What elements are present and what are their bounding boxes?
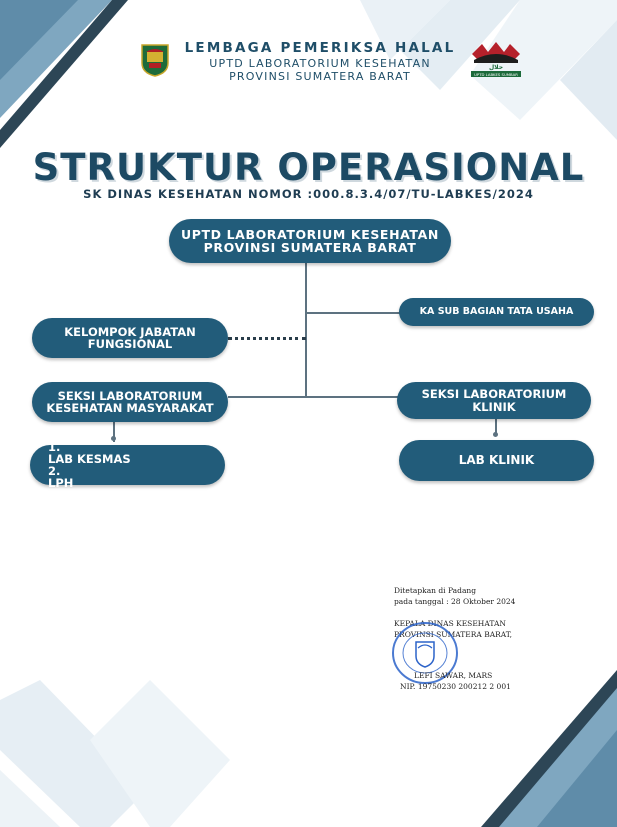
- org-box-seksi-kesmas: SEKSI LABORATORIUM KESEHATAN MASYARAKAT: [32, 382, 228, 422]
- org-box-tata-usaha: KA SUB BAGIAN TATA USAHA: [399, 298, 594, 326]
- header-line-2: UPTD LABORATORIUM KESEHATAN: [209, 57, 431, 70]
- connector-main-vertical: [305, 262, 307, 397]
- org-box-seksi-klinik: SEKSI LABORATORIUM KLINIK: [397, 382, 591, 419]
- signature-date: pada tanggal : 28 Oktober 2024: [394, 597, 516, 606]
- signature-nip: NIP. 19750230 200212 2 001: [400, 682, 511, 691]
- org-box-seksi-klinik-line2: KLINIK: [472, 399, 516, 414]
- connector-klinik-down: [495, 418, 497, 436]
- signature-title-2: PROVINSI SUMATERA BARAT,: [394, 630, 513, 639]
- org-box-lab-klinik-label: LAB KLINIK: [458, 453, 535, 468]
- connector-klinik-dot: [493, 432, 498, 437]
- header-line-1: LEMBAGA PEMERIKSA HALAL: [184, 40, 456, 56]
- top-left-decoration: [0, 0, 128, 148]
- bottom-left-decoration: [0, 680, 230, 827]
- signature-title-1: KEPALA DINAS KESEHATAN: [394, 619, 506, 628]
- org-box-kesmas-units: 1.LAB KESMAS 2.LPH: [30, 441, 225, 489]
- connector-fungsional-dotted: [228, 337, 306, 340]
- org-box-seksi-kesmas-line1: SEKSI LABORATORIUM: [57, 388, 203, 403]
- signature-place: Ditetapkan di Padang: [394, 586, 477, 595]
- halal-logo: حلال UPTD LABKES SUMBAR: [471, 42, 521, 77]
- org-box-seksi-kesmas-line2: KESEHATAN MASYARAKAT: [46, 401, 214, 415]
- header-line-3: PROVINSI SUMATERA BARAT: [229, 70, 411, 83]
- org-box-fungsional-line1: KELOMPOK JABATAN: [64, 324, 196, 339]
- kesmas-unit-1-label: LAB KESMAS: [48, 451, 131, 466]
- official-stamp: [392, 622, 458, 684]
- connector-seksi-horizontal: [228, 396, 398, 398]
- org-box-kesmas-unit-1: 1.LAB KESMAS: [48, 439, 131, 466]
- org-box-fungsional: KELOMPOK JABATAN FUNGSIONAL: [32, 318, 228, 358]
- org-box-kesmas-unit-2: 2.LPH: [48, 465, 131, 489]
- page-title: STRUKTUR OPERASIONAL: [32, 146, 585, 189]
- bottom-right-decoration: [481, 670, 617, 827]
- org-box-lab-klinik: LAB KLINIK: [399, 440, 594, 481]
- page-subtitle: SK DINAS KESEHATAN NOMOR :000.8.3.4/07/T…: [83, 187, 534, 201]
- org-box-tata-usaha-label: KA SUB BAGIAN TATA USAHA: [419, 306, 574, 318]
- signature-name: LEFI SAWAR, MARS: [414, 671, 493, 680]
- svg-text:حلال: حلال: [489, 64, 503, 71]
- sumbar-seal-logo: [141, 44, 169, 77]
- org-box-uptd-line2: PROVINSI SUMATERA BARAT: [203, 240, 417, 255]
- org-box-seksi-klinik-line1: SEKSI LABORATORIUM: [421, 387, 567, 402]
- halal-logo-text: UPTD LABKES SUMBAR: [474, 72, 518, 77]
- connector-kesmas-down: [113, 420, 115, 442]
- org-box-fungsional-line2: FUNGSIONAL: [87, 337, 173, 351]
- kesmas-unit-2-label: LPH: [48, 476, 74, 491]
- org-box-uptd: UPTD LABORATORIUM KESEHATAN PROVINSI SUM…: [169, 219, 451, 263]
- connector-kesmas-dot: [111, 436, 116, 441]
- org-box-uptd-line1: UPTD LABORATORIUM KESEHATAN: [181, 226, 439, 242]
- connector-tata-usaha: [306, 312, 400, 314]
